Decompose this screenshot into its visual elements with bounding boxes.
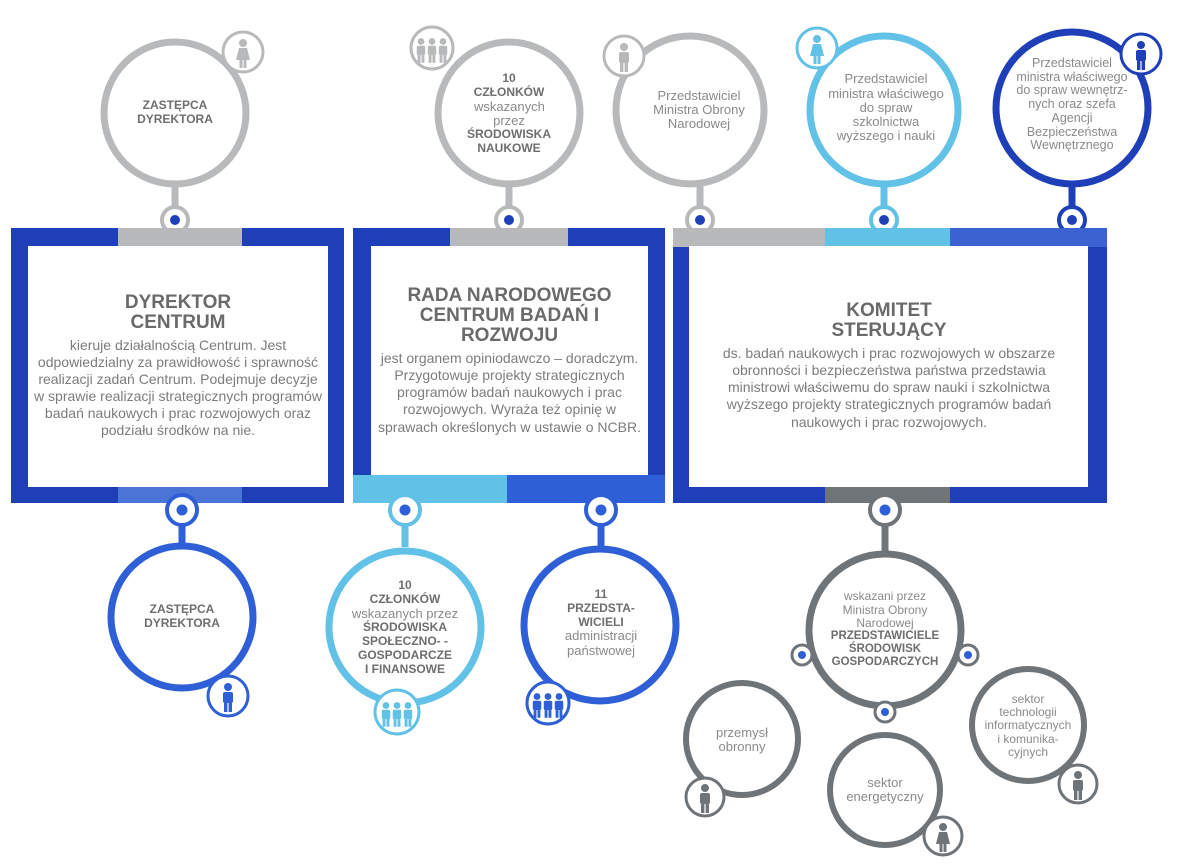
- circle-czlonkow-naukowe: [409, 25, 584, 235]
- energetyczny-text: sektor energetyczny: [845, 762, 925, 818]
- przedstawicieli-text: 11 PRZEDSTA- WICIELI administracji państ…: [545, 573, 657, 673]
- czlonkow-spoleczne-title1: CZŁONKÓW: [369, 592, 441, 607]
- gospodarczy-title: PRZEDSTAWICIELE ŚRODOWISK GOSPODARCZYCH: [830, 629, 940, 669]
- czlonkow-spoleczne-number: 10: [398, 578, 412, 593]
- przemysl-body: przemysł obronny: [715, 724, 768, 754]
- zastepca-top-title: ZASTĘPCA DYREKTORA: [137, 98, 213, 126]
- gospodarczy-body: wskazani przez Ministra Obrony Narodowej: [842, 589, 928, 630]
- box-rada: [353, 228, 665, 503]
- mswia-body: Przedstawiciel ministra właściwego do sp…: [1016, 55, 1128, 153]
- komitet-title: KOMITET STERUJĄCY: [831, 300, 947, 342]
- czlonkow-naukowe-body: wskazanych przez: [474, 98, 545, 128]
- circle-energetyczny: [827, 732, 964, 857]
- czlonkow-spoleczne-text: 10 CZŁONKÓW wskazanych przez ŚRODOWISKA …: [340, 558, 470, 698]
- przedstawicieli-number: 11: [594, 587, 608, 601]
- rada-body: jest organem opiniodawczo – doradczym. P…: [378, 350, 641, 435]
- przedstawicieli-body: administracji państwowej: [564, 628, 638, 658]
- circle-mswia: [992, 28, 1163, 235]
- czlonkow-naukowe-number: 10: [502, 71, 516, 86]
- box-komitet: [673, 228, 1107, 503]
- circle-zastepca-bottom: [107, 493, 257, 718]
- nauka-text: Przedstawiciel ministra właściwego do sp…: [826, 52, 946, 164]
- nauka-body: Przedstawiciel ministra właściwego do sp…: [828, 71, 944, 144]
- czlonkow-spoleczne-body: wskazanych przez: [351, 606, 459, 622]
- przedstawicieli-title: PRZEDSTA- WICIELI: [567, 600, 635, 629]
- box-dyrektor: [11, 228, 344, 503]
- mon-text: Przedstawiciel Ministra Obrony Narodowej: [643, 50, 755, 170]
- rada-text: RADA NARODOWEGO CENTRUM BADAŃ I ROZWOJU …: [373, 250, 646, 472]
- mswia-text: Przedstawiciel ministra właściwego do sp…: [1010, 40, 1134, 170]
- circle-zastepca-top: [100, 30, 265, 235]
- czlonkow-spoleczne-title2: ŚRODOWISKA SPOŁECZNO- -GOSPODARCZE I FIN…: [357, 620, 452, 676]
- dyrektor-title: DYREKTOR CENTRUM: [124, 291, 232, 333]
- mon-body: Przedstawiciel Ministra Obrony Narodowej: [653, 87, 745, 132]
- czlonkow-naukowe-title1: CZŁONKÓW: [473, 84, 545, 99]
- przemysl-text: przemysł obronny: [700, 712, 784, 768]
- czlonkow-naukowe-title2: ŚRODOWISKA NAUKOWE: [467, 127, 551, 156]
- circle-przemysl: [683, 680, 801, 818]
- circle-mon: [602, 32, 768, 235]
- circle-gospodarczy: [790, 493, 980, 724]
- zastepca-top-text: ZASTĘPCA DYREKTORA: [120, 88, 230, 138]
- zastepca-bottom-text: ZASTĘPCA DYREKTORA: [127, 592, 237, 642]
- dyrektor-text: DYREKTOR CENTRUM kieruje działalnością C…: [30, 250, 326, 482]
- energetyczny-body: sektor energetyczny: [846, 774, 924, 804]
- rada-title: RADA NARODOWEGO CENTRUM BADAŃ I ROZWOJU: [407, 285, 612, 347]
- czlonkow-naukowe-text: 10 CZŁONKÓW wskazanych przez ŚRODOWISKA …: [452, 54, 566, 174]
- komitet-body: ds. badań naukowych i prac rozwojowych w…: [722, 345, 1056, 430]
- circle-czlonkow-spoleczne: [325, 493, 485, 736]
- circle-teleinformatyczny: [969, 666, 1099, 805]
- gospodarczy-text: wskazani przez Ministra Obrony Narodowej…: [818, 565, 952, 695]
- komitet-text: KOMITET STERUJĄCY ds. badań naukowych i …: [692, 250, 1086, 482]
- zastepca-bottom-title: ZASTĘPCA DYREKTORA: [144, 602, 220, 630]
- dyrektor-body: kieruje działalnością Centrum. Jest odpo…: [34, 336, 322, 439]
- teleinformatyczny-body: sektor technologii informatycznych i kom…: [984, 692, 1072, 759]
- circle-przedstawicieli: [520, 493, 680, 726]
- teleinformatyczny-text: sektor technologii informatycznych i kom…: [982, 676, 1074, 776]
